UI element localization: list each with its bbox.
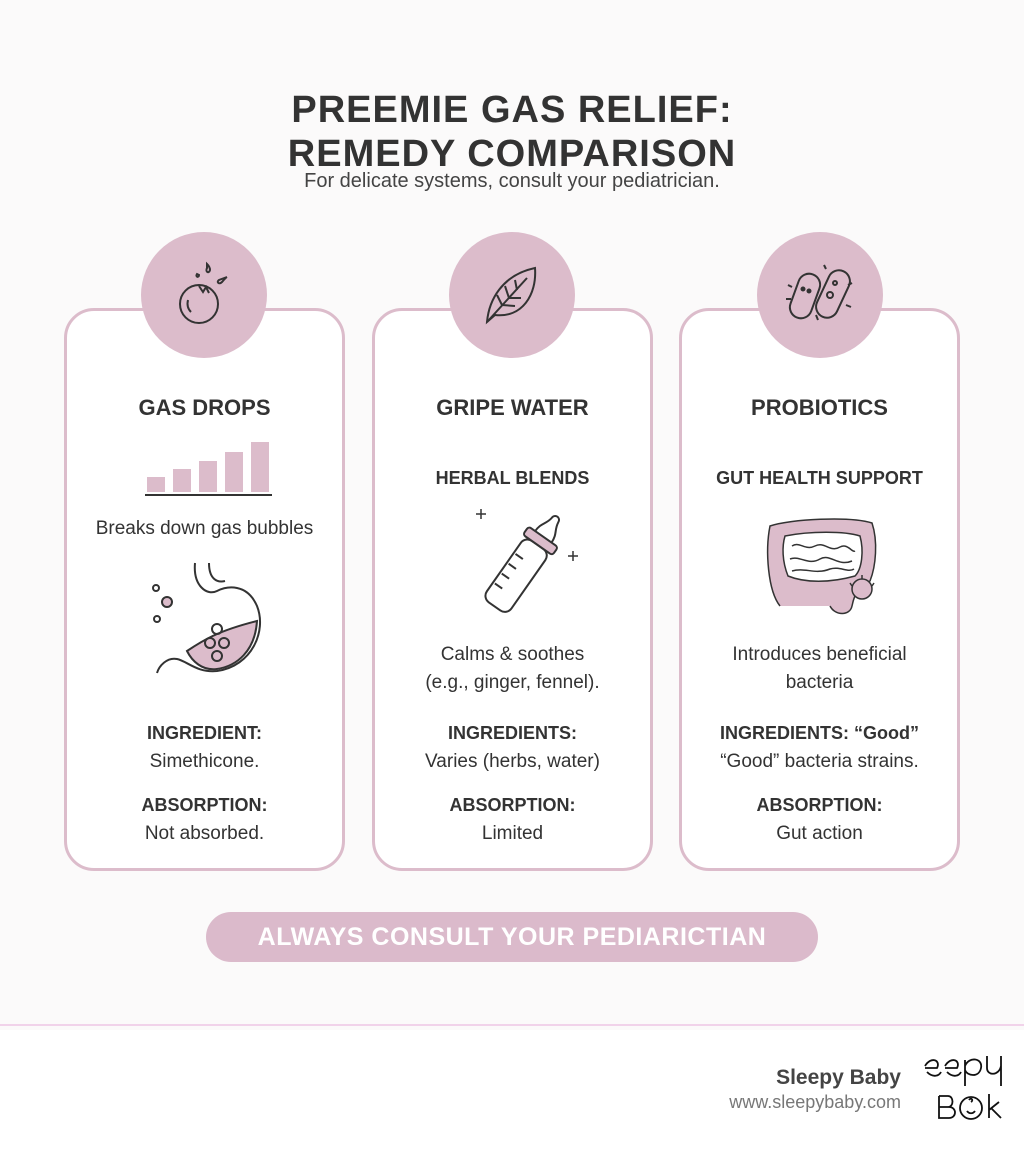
- ingredient-label: INGREDIENTS: “Good”: [720, 723, 919, 743]
- absorption-label: ABSORPTION:: [449, 795, 576, 815]
- stomach-icon: [152, 562, 262, 674]
- card-description-line2: bacteria: [785, 672, 854, 693]
- title-line-1: PREEMIE GAS RELIEF:: [291, 89, 733, 131]
- sleepy-baby-logo: [921, 1050, 1003, 1122]
- ingredient-value: “Good” bacteria strains.: [720, 751, 919, 772]
- card-gripe-water: GRIPE WATER HERBAL BLENDS Calms & soothe…: [372, 308, 653, 871]
- leaf-icon: [449, 232, 575, 358]
- card-title: GRIPE WATER: [436, 395, 589, 420]
- absorption-value: Not absorbed.: [144, 823, 265, 844]
- bar-levels-icon: [145, 442, 272, 496]
- card-subheading: HERBAL BLENDS: [435, 468, 590, 488]
- ingredient-label: INGREDIENT:: [146, 723, 262, 743]
- card-subheading: GUT HEALTH SUPPORT: [716, 468, 923, 488]
- ingredient-value: Varies (herbs, water): [425, 751, 600, 772]
- page-title: PREEMIE GAS RELIEF:REMEDY COMPARISON: [0, 88, 1024, 176]
- footer: [0, 1030, 1024, 1154]
- card-description-line1: Calms & soothes: [440, 644, 585, 665]
- card-description-line1: Introduces beneficial: [732, 644, 907, 665]
- footer-url[interactable]: www.sleepybaby.com: [729, 1092, 901, 1112]
- footer-brand: Sleepy Baby: [776, 1066, 901, 1089]
- absorption-label: ABSORPTION:: [756, 795, 883, 815]
- subtitle: For delicate systems, consult your pedia…: [304, 170, 720, 192]
- intestines-icon: [766, 518, 877, 615]
- title-line-2: REMEDY COMPARISON: [287, 133, 737, 175]
- baby-bottle-icon: [476, 509, 578, 613]
- card-title: PROBIOTICS: [751, 395, 888, 420]
- card-gas-drops: GAS DROPS Breaks down gas bubbles INGRED…: [64, 308, 345, 871]
- card-description-line2: (e.g., ginger, fennel).: [425, 672, 600, 693]
- footer-divider: [0, 1024, 1024, 1026]
- consult-pediatrician-button[interactable]: ALWAYS CONSULT YOUR PEDIARICTIAN: [206, 912, 818, 962]
- card-title: GAS DROPS: [138, 395, 271, 420]
- card-description: Breaks down gas bubbles: [95, 518, 314, 539]
- ingredient-label: INGREDIENTS:: [447, 723, 577, 743]
- bacteria-icon: [757, 232, 883, 358]
- card-probiotics: PROBIOTICS GUT HEALTH SUPPORT Introduces…: [679, 308, 960, 871]
- bursting-bubble-icon: [141, 232, 267, 358]
- ingredient-value: Simethicone.: [149, 751, 260, 772]
- absorption-value: Gut action: [776, 823, 863, 844]
- absorption-label: ABSORPTION:: [141, 795, 268, 815]
- absorption-value: Limited: [481, 823, 544, 844]
